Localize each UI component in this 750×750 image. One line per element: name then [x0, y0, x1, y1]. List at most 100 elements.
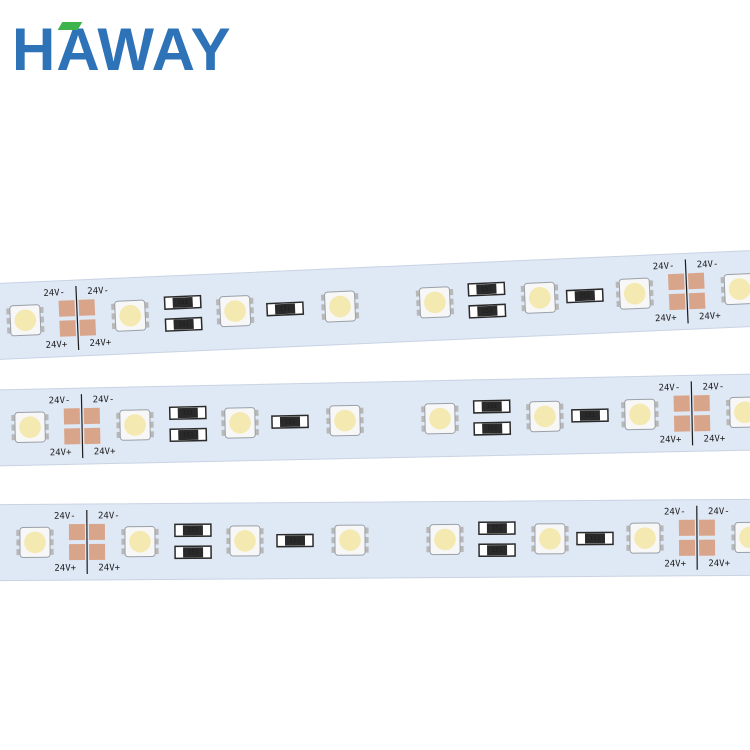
led-strip-middle: 15115115115115115124V-24V+24V-24V+24V-24…	[0, 372, 750, 468]
resistor-code: 151	[182, 409, 193, 416]
copper-pad	[64, 428, 81, 445]
pcb-strip	[0, 498, 750, 582]
copper-pad	[698, 519, 715, 536]
label-negative: 24V-	[93, 395, 115, 405]
resistor	[279, 416, 301, 427]
smd-led	[520, 281, 559, 314]
resistor-code: 151	[290, 537, 301, 544]
led-emitter	[229, 412, 251, 434]
smd-led	[320, 290, 360, 323]
smd-led	[226, 525, 264, 557]
led-emitter	[429, 407, 451, 430]
resistor-single: 151	[571, 408, 609, 423]
smd-led	[331, 524, 369, 556]
resistor-code: 151	[590, 535, 601, 542]
smd-led	[531, 523, 569, 555]
resistor-single: 151	[276, 533, 314, 548]
copper-pad	[693, 414, 711, 432]
label-negative: 24V-	[664, 507, 686, 517]
copper-pad	[88, 523, 105, 540]
resistor-code: 151	[492, 547, 503, 554]
resistor-single: 151	[576, 531, 614, 546]
led-emitter	[434, 528, 456, 551]
led-emitter	[129, 530, 151, 553]
led-emitter	[124, 414, 146, 436]
led-emitter	[529, 287, 551, 309]
copper-pad	[679, 539, 696, 556]
label-positive: 24V+	[708, 559, 730, 569]
resistor	[487, 545, 508, 556]
label-positive: 24V+	[54, 564, 76, 574]
copper-pad	[79, 319, 97, 336]
resistor-pair: 151 151	[478, 521, 516, 558]
smd-led	[626, 522, 664, 554]
label-positive: 24V+	[94, 447, 116, 457]
label-negative: 24V-	[708, 507, 730, 517]
label-positive: 24V+	[699, 311, 722, 322]
cut-point: 24V-24V+24V-24V+	[658, 381, 726, 446]
led-emitter	[119, 304, 142, 327]
resistor-code: 151	[177, 299, 189, 306]
label-positive: 24V+	[45, 340, 68, 351]
resistor-single: 151	[266, 301, 305, 317]
resistor	[477, 305, 498, 317]
led-emitter	[19, 416, 41, 439]
resistor-code: 151	[584, 412, 595, 419]
led-emitter	[234, 530, 256, 552]
led-emitter	[728, 278, 750, 300]
resistor	[574, 290, 596, 302]
smd-led	[731, 521, 750, 553]
resistor	[284, 535, 306, 546]
copper-pad	[678, 519, 695, 536]
label-negative: 24V-	[653, 261, 675, 272]
resistor	[579, 410, 601, 421]
smd-led	[326, 404, 364, 437]
label-positive: 24V+	[98, 563, 120, 573]
smd-led	[720, 273, 750, 306]
copper-pad	[673, 395, 690, 412]
copper-pad	[68, 524, 85, 541]
copper-pad	[69, 544, 86, 561]
led-emitter	[634, 527, 656, 549]
brand-name: HAWAY	[12, 16, 232, 83]
led-emitter	[339, 529, 361, 551]
smd-led	[111, 299, 150, 332]
resistor-code: 151	[183, 431, 194, 438]
copper-pad	[699, 539, 716, 556]
label-negative: 24V-	[43, 288, 65, 299]
resistor	[481, 401, 502, 412]
led-emitter	[24, 531, 46, 554]
label-positive: 24V+	[704, 434, 726, 444]
resistor	[486, 523, 507, 534]
resistor-code: 151	[482, 307, 494, 314]
resistor	[274, 303, 296, 315]
copper-pad	[84, 427, 101, 445]
led-strip-top: 15115115115115115124V-24V+24V-24V+24V-24…	[0, 248, 750, 362]
resistor-code: 151	[491, 525, 502, 532]
resistor-code: 151	[187, 527, 198, 534]
pcb-strip	[0, 372, 750, 468]
resistor	[173, 318, 194, 330]
label-negative: 24V-	[87, 286, 109, 297]
copper-pad	[667, 273, 685, 291]
cut-point: 24V-24V+24V-24V+	[653, 259, 722, 324]
copper-pad	[687, 272, 705, 290]
smd-led	[216, 295, 255, 328]
smd-led	[421, 402, 459, 435]
resistor	[584, 533, 606, 544]
cut-line	[690, 381, 694, 446]
label-positive: 24V+	[89, 338, 112, 349]
copper-pad	[693, 394, 710, 412]
label-negative: 24V-	[98, 511, 120, 521]
resistor	[482, 423, 503, 434]
resistor	[172, 296, 193, 308]
smd-led	[121, 526, 159, 558]
led-emitter	[14, 309, 37, 332]
copper-pad	[78, 299, 96, 316]
smd-led	[415, 286, 455, 319]
led-emitter	[329, 295, 351, 318]
copper-pad	[673, 415, 691, 432]
label-negative: 24V-	[658, 383, 680, 393]
